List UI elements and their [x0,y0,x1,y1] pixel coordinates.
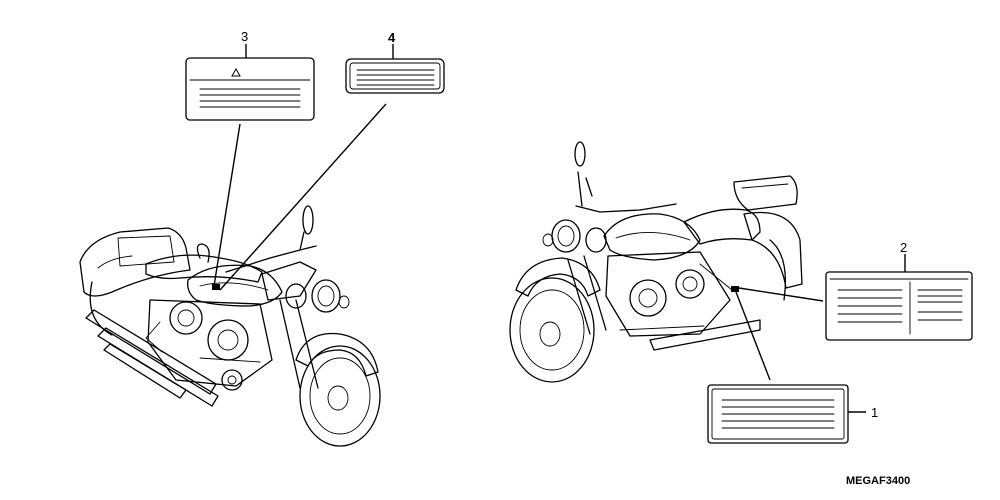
callout-1: 1 [871,405,878,420]
label-1-plate [707,384,849,444]
warning-triangle-icon [231,67,241,77]
leader-line-1-body [735,291,771,381]
callout-4: 4 [388,30,396,45]
caution-label-3-plate [185,57,315,121]
label-4-plate [345,58,445,94]
callout-2: 2 [900,240,907,255]
callout-3: 3 [241,29,248,44]
leader-line-2-body [738,287,824,302]
motorcycle-left-illustration [79,205,381,447]
leader-line-4-body [219,103,387,291]
motorcycle-right-illustration [509,141,803,383]
spec-label-2-plate [825,271,973,341]
leader-line-3-body [213,123,241,287]
part-code-label: MEGAF3400 [846,475,910,487]
